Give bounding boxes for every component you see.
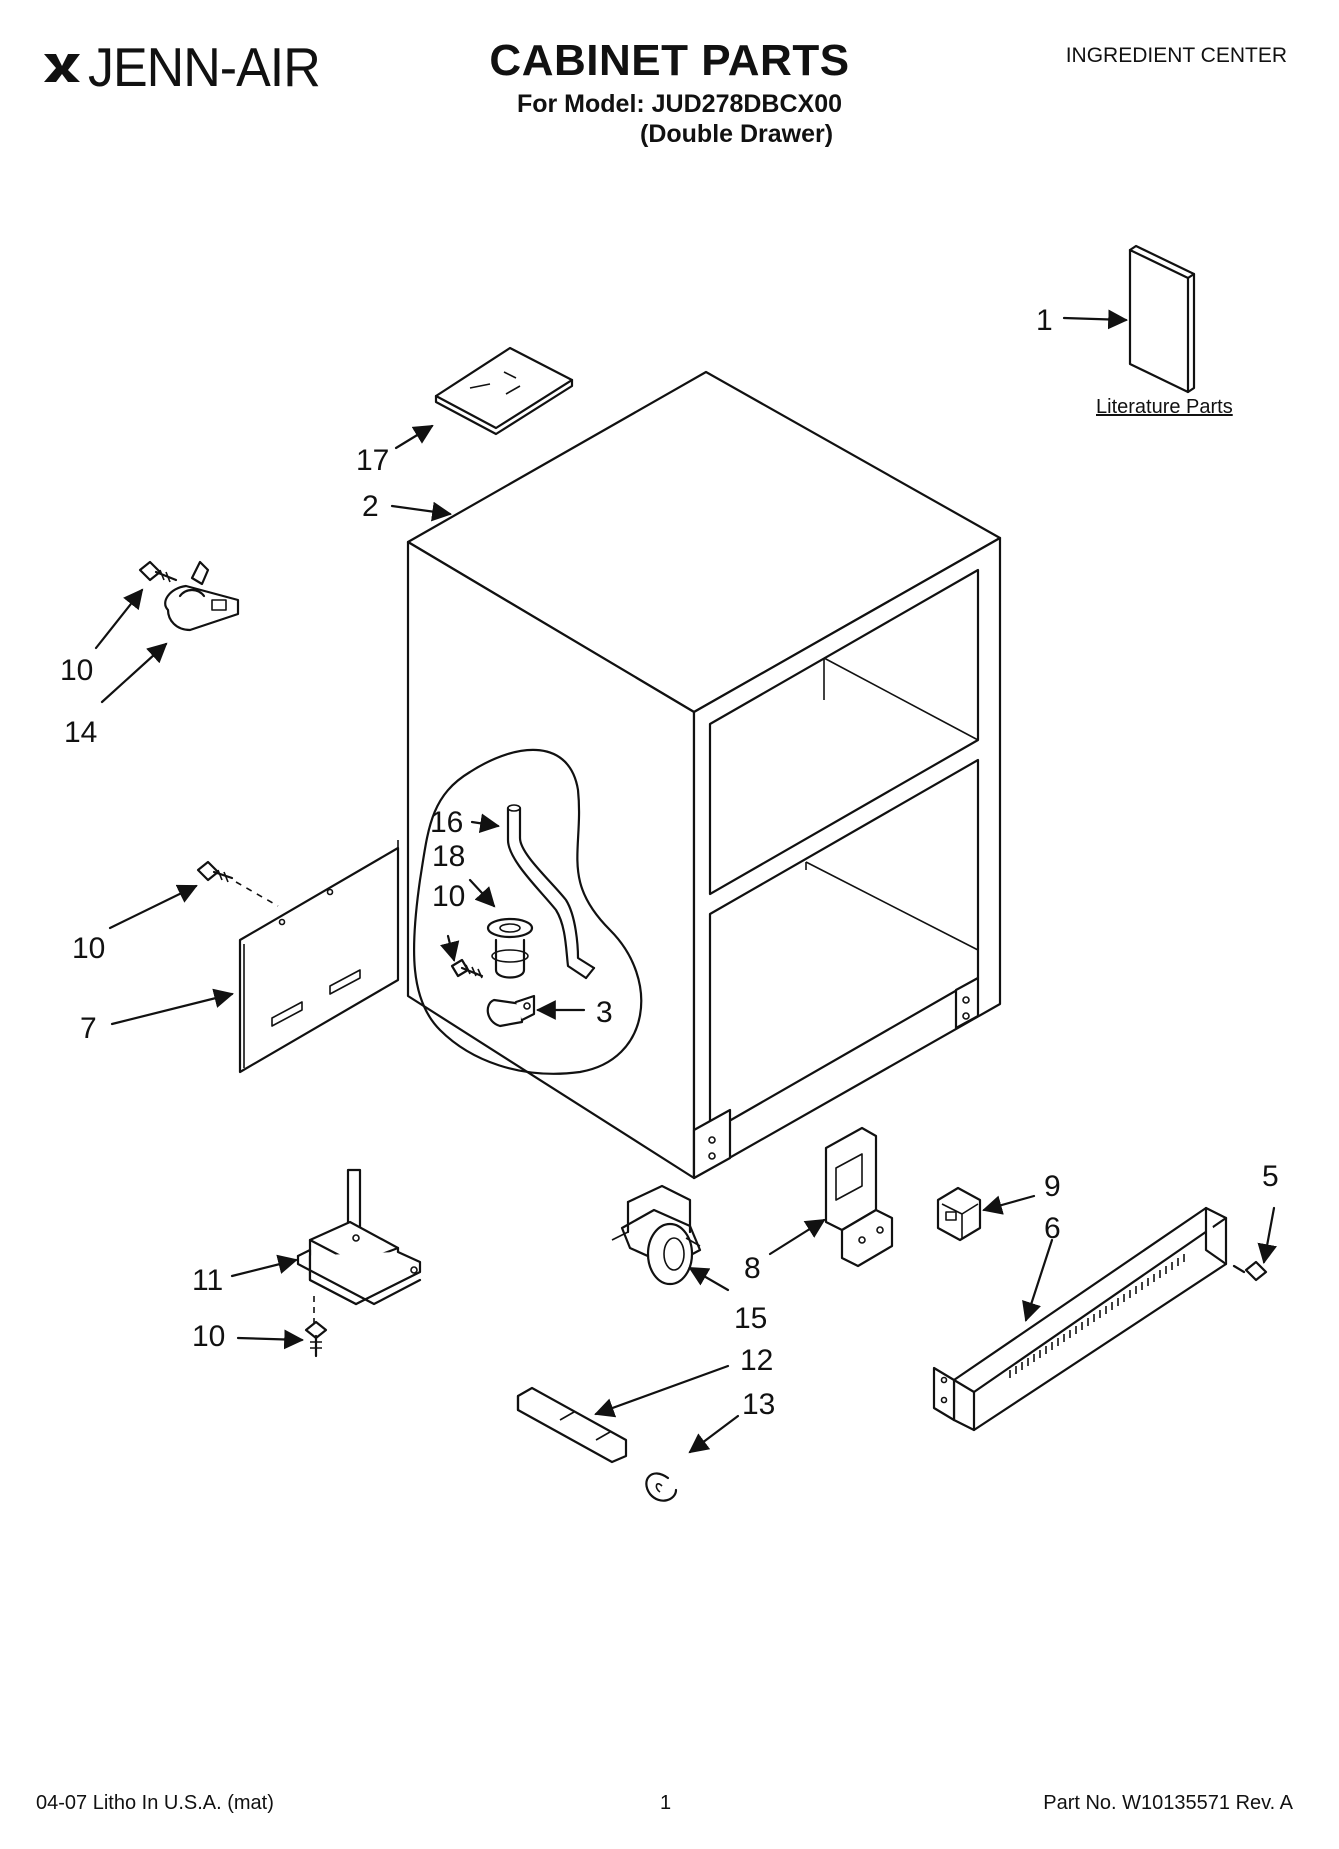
callout-10-panel: 10 bbox=[72, 932, 105, 965]
leveling-leg-part[interactable] bbox=[296, 1168, 422, 1324]
literature-parts-link[interactable]: Literature Parts bbox=[1096, 396, 1233, 418]
callout-8: 8 bbox=[744, 1252, 761, 1285]
part-number: Part No. W10135571 Rev. A bbox=[1043, 1792, 1293, 1814]
access-panel-part[interactable] bbox=[238, 840, 400, 1074]
grommet-part[interactable] bbox=[486, 917, 534, 979]
cabinet-body[interactable] bbox=[406, 370, 1002, 1180]
callout-16: 16 bbox=[430, 806, 463, 839]
grille-screw-part[interactable] bbox=[1232, 1260, 1268, 1282]
brand-name: JENN-AIR bbox=[88, 37, 321, 99]
page-title: CABINET PARTS bbox=[489, 36, 850, 85]
callout-13: 13 bbox=[742, 1388, 775, 1421]
jenn-air-emblem-icon bbox=[44, 54, 80, 82]
callout-7: 7 bbox=[80, 1012, 97, 1045]
leader-lines bbox=[94, 309, 1277, 1454]
callout-10-detail: 10 bbox=[432, 880, 465, 913]
caster-wheel-part[interactable] bbox=[611, 1184, 702, 1286]
callout-5: 5 bbox=[1262, 1160, 1279, 1193]
callout-14: 14 bbox=[64, 716, 97, 749]
callout-3: 3 bbox=[596, 996, 613, 1029]
callout-15: 15 bbox=[734, 1302, 767, 1335]
panel-screw-part[interactable] bbox=[196, 860, 279, 907]
switch-part[interactable] bbox=[936, 1186, 982, 1242]
footer-print-info: 04-07 Litho In U.S.A. (mat) bbox=[36, 1792, 274, 1814]
callout-17: 17 bbox=[356, 444, 389, 477]
hinge-pin-part[interactable] bbox=[516, 1386, 628, 1464]
screw-part[interactable] bbox=[450, 958, 484, 979]
slide-pad-part[interactable] bbox=[434, 346, 574, 436]
callout-1: 1 bbox=[1036, 304, 1053, 337]
callout-11: 11 bbox=[192, 1264, 223, 1297]
leg-screw-part[interactable] bbox=[304, 1320, 328, 1358]
toe-grille-part[interactable] bbox=[932, 1206, 1228, 1432]
literature-booklet-icon[interactable] bbox=[1128, 244, 1196, 394]
callout-10-bracket: 10 bbox=[60, 654, 93, 687]
variant-line: (Double Drawer) bbox=[640, 120, 834, 148]
callout-9: 9 bbox=[1044, 1170, 1061, 1203]
tube-clamp-part[interactable] bbox=[486, 994, 536, 1028]
detail-callout-outline bbox=[412, 748, 643, 1075]
retaining-clip-part[interactable] bbox=[645, 1472, 678, 1502]
model-line: For Model: JUD278DBCX00 bbox=[516, 90, 843, 118]
callout-10-leg: 10 bbox=[192, 1320, 225, 1353]
bracket-screw-part[interactable] bbox=[138, 560, 178, 583]
callout-18: 18 bbox=[432, 840, 465, 873]
brand-logo: JENN-AIR bbox=[42, 37, 321, 99]
section-name: INGREDIENT CENTER bbox=[1065, 44, 1287, 67]
callout-6: 6 bbox=[1044, 1212, 1061, 1245]
page-number: 1 bbox=[660, 1792, 672, 1814]
drain-tube-part[interactable] bbox=[506, 804, 596, 980]
callout-2: 2 bbox=[362, 490, 379, 523]
hinge-bracket-part[interactable] bbox=[164, 560, 240, 632]
mounting-bracket-part[interactable] bbox=[824, 1126, 894, 1268]
callout-12: 12 bbox=[740, 1344, 773, 1377]
